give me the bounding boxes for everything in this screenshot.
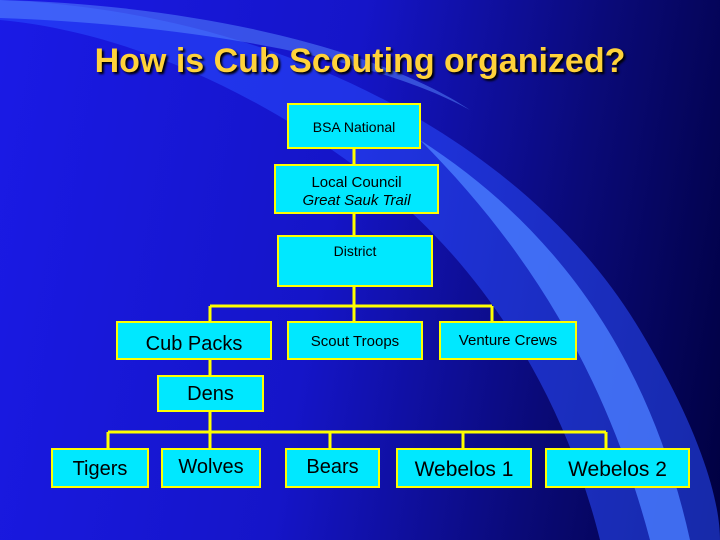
node-bears: Bears: [285, 448, 380, 488]
node-label: Local Council: [311, 174, 402, 191]
slide-title: How is Cub Scouting organized?: [94, 42, 626, 80]
node-scout-troops: Scout Troops: [287, 321, 423, 360]
node-local-council: Local Council Great Sauk Trail: [274, 164, 439, 214]
node-label: District: [333, 243, 377, 259]
node-webelos-2: Webelos 2: [545, 448, 690, 488]
node-label: Scout Troops: [310, 333, 400, 350]
node-district: District: [277, 235, 433, 287]
node-label: Bears: [306, 456, 359, 478]
node-label: Webelos 1: [414, 458, 514, 481]
node-tigers: Tigers: [51, 448, 149, 488]
node-dens: Dens: [157, 375, 264, 412]
node-label: Tigers: [72, 458, 128, 480]
node-bsa-national: BSA National: [287, 103, 421, 149]
node-label: Cub Packs: [145, 333, 243, 355]
node-wolves: Wolves: [161, 448, 261, 488]
node-webelos-1: Webelos 1: [396, 448, 532, 488]
node-label: Venture Crews: [458, 332, 558, 349]
node-label: Dens: [187, 383, 234, 405]
node-label: BSA National: [312, 119, 396, 135]
node-label: Webelos 2: [568, 458, 667, 481]
node-venture-crews: Venture Crews: [439, 321, 577, 360]
node-cub-packs: Cub Packs: [116, 321, 272, 360]
node-sublabel: Great Sauk Trail: [302, 192, 411, 209]
node-label: Wolves: [178, 456, 244, 478]
